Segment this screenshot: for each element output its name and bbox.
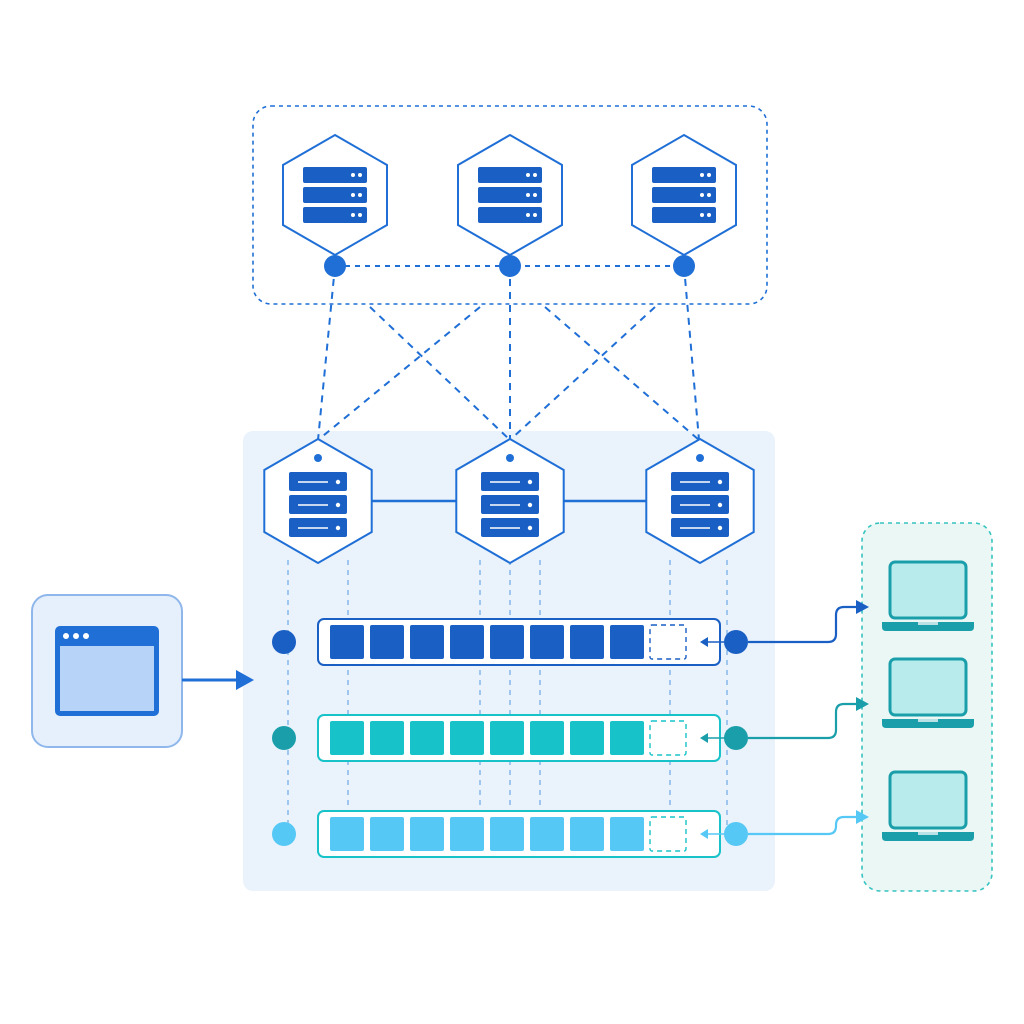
source-app — [31, 594, 183, 748]
queue-output-dot — [724, 822, 748, 846]
queue-input-dot — [272, 822, 296, 846]
queue-message-slot — [370, 817, 404, 851]
browser-window-icon — [55, 626, 159, 716]
message-queue-1 — [272, 618, 748, 666]
queue-message-slot — [410, 625, 444, 659]
top-server-node-3 — [631, 133, 737, 257]
queue-message-slot — [330, 721, 364, 755]
queue-message-slot — [490, 625, 524, 659]
queue-message-slot — [450, 625, 484, 659]
queue-message-slot — [570, 817, 604, 851]
server-stack-icon — [652, 167, 716, 223]
queue-message-slot — [370, 721, 404, 755]
server-stack-icon — [671, 472, 729, 537]
queue-message-slot — [330, 625, 364, 659]
queue-message-slot — [610, 625, 644, 659]
consumer-link-1 — [748, 600, 869, 644]
top-node-dot-2 — [499, 255, 521, 277]
server-stack-icon — [303, 167, 367, 223]
queue-output-dot — [724, 726, 748, 750]
queue-empty-slot — [649, 816, 687, 852]
top-node-dot-1 — [324, 255, 346, 277]
cluster-connections — [317, 265, 700, 441]
queue-output-dot — [724, 630, 748, 654]
broker-node-3 — [645, 437, 755, 565]
queue-empty-slot — [649, 720, 687, 756]
queue-message-slot — [610, 817, 644, 851]
queue-message-slot — [530, 625, 564, 659]
laptop-icon — [882, 770, 974, 841]
laptop-icon — [882, 657, 974, 728]
consumer-link-2 — [748, 697, 869, 740]
queue-message-slot — [330, 817, 364, 851]
message-queue-3 — [272, 810, 748, 858]
queue-message-slot — [570, 625, 604, 659]
queue-message-slot — [450, 817, 484, 851]
queue-message-slot — [490, 721, 524, 755]
server-stack-icon — [289, 472, 347, 537]
queue-message-slot — [370, 625, 404, 659]
top-server-node-1 — [282, 133, 388, 257]
queue-message-slot — [570, 721, 604, 755]
queue-message-slot — [530, 817, 564, 851]
queue-empty-slot — [649, 624, 687, 660]
queue-input-dot — [272, 726, 296, 750]
consumer-link-3 — [748, 810, 869, 836]
queue-message-slot — [610, 721, 644, 755]
message-queue-2 — [272, 714, 748, 762]
queue-message-slot — [410, 721, 444, 755]
server-stack-icon — [478, 167, 542, 223]
queue-message-slot — [410, 817, 444, 851]
queue-message-slot — [530, 721, 564, 755]
broker-node-1 — [263, 437, 373, 565]
laptop-icon — [882, 560, 974, 631]
broker-node-2 — [455, 437, 565, 565]
source-to-queue-arrow — [182, 670, 254, 690]
queue-input-dot — [272, 630, 296, 654]
queue-message-slot — [490, 817, 524, 851]
top-node-dot-3 — [673, 255, 695, 277]
queue-message-slot — [450, 721, 484, 755]
server-stack-icon — [481, 472, 539, 537]
